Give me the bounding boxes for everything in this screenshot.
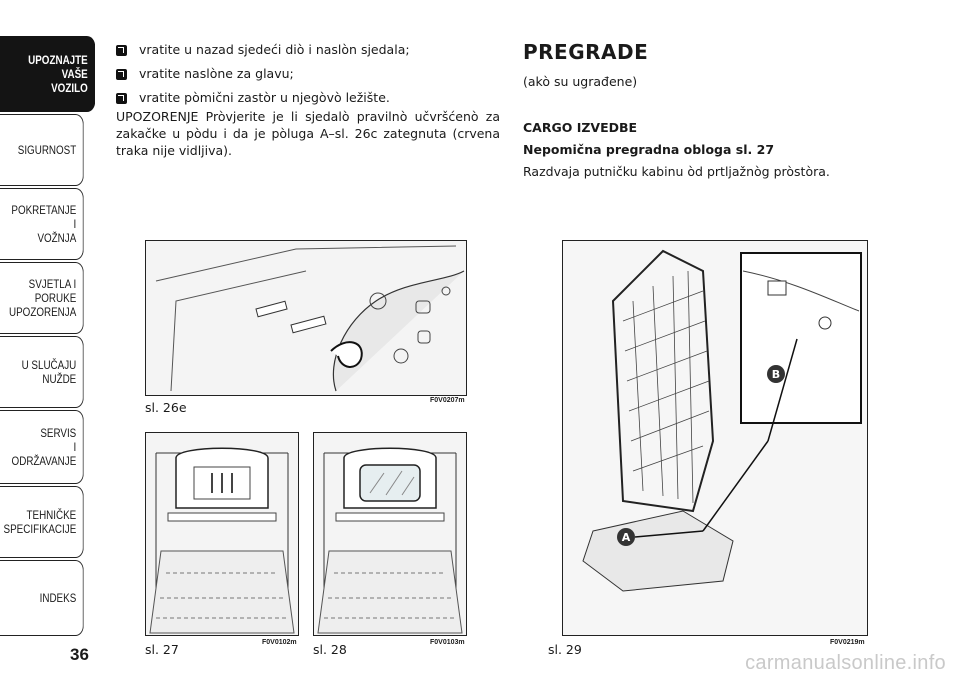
list-item: vratite pòmični zastòr u njegòvò ležište… (116, 86, 496, 110)
figure-28-code: F0V0103m (430, 639, 465, 646)
tab-pokretanje-i-voznja[interactable]: POKRETANJE I VOŽNJA (0, 188, 84, 260)
section-title: PREGRADE (523, 40, 649, 64)
section-description: Razdvaja putničku kabinu òd prtljažnòg p… (523, 164, 830, 179)
figure-27-partition (145, 432, 299, 636)
subsubsection-heading: Nepomična pregradna obloga sl. 27 (523, 142, 775, 157)
tab-u-slucaju-nuzde[interactable]: U SLUČAJU NUŽDE (0, 336, 84, 408)
figure-29-mesh-partition: B A (562, 240, 868, 636)
label-b-marker: B (767, 365, 785, 383)
tab-indeks[interactable]: INDEKS (0, 560, 84, 636)
warning-paragraph: UPOZORENJE Pròvjerite je li sjedalò prav… (116, 109, 500, 158)
list-item: vratite u nazad sjedeći diò i naslòn sje… (116, 38, 496, 62)
figure-26-code: F0V0207m (430, 397, 465, 404)
figure-27-caption: sl. 27 (145, 642, 179, 657)
checkbox-bullet-icon (116, 44, 127, 56)
figure-28-caption: sl. 28 (313, 642, 347, 657)
tab-servis-i-odrzavanje[interactable]: SERVIS I ODRŽAVANJE (0, 410, 84, 484)
figure-27-code: F0V0102m (262, 639, 297, 646)
chapter-sidebar: UPOZNAJTE VAŠE VOZILO SIGURNOST POKRETAN… (0, 0, 104, 679)
tab-tehnicke-specifikacije[interactable]: TEHNIČKE SPECIFIKACIJE (0, 486, 84, 558)
checkbox-bullet-icon (116, 92, 127, 104)
figure-26-seat-hook (145, 240, 467, 396)
watermark: carmanualsonline.info (745, 652, 946, 674)
figure-29-caption: sl. 29 (548, 642, 582, 657)
tab-upoznajte-vase-vozilo[interactable]: UPOZNAJTE VAŠE VOZILO (0, 36, 96, 112)
list-item: vratite naslòne za glavu; (116, 62, 496, 86)
instruction-list: vratite u nazad sjedeći diò i naslòn sje… (116, 38, 496, 110)
section-subtitle: (akò su ugrađene) (523, 74, 638, 89)
tab-sigurnost[interactable]: SIGURNOST (0, 114, 84, 186)
subsection-heading: CARGO IZVEDBE (523, 120, 638, 135)
figure-28-partition-window (313, 432, 467, 636)
tab-svjetla-i-poruke[interactable]: SVJETLA I PORUKE UPOZORENJA (0, 262, 84, 334)
page-number: 36 (70, 645, 89, 664)
figure-29-code: F0V0219m (830, 639, 865, 646)
label-a-marker: A (617, 528, 635, 546)
checkbox-bullet-icon (116, 68, 127, 80)
figure-26-caption: sl. 26e (145, 400, 187, 415)
